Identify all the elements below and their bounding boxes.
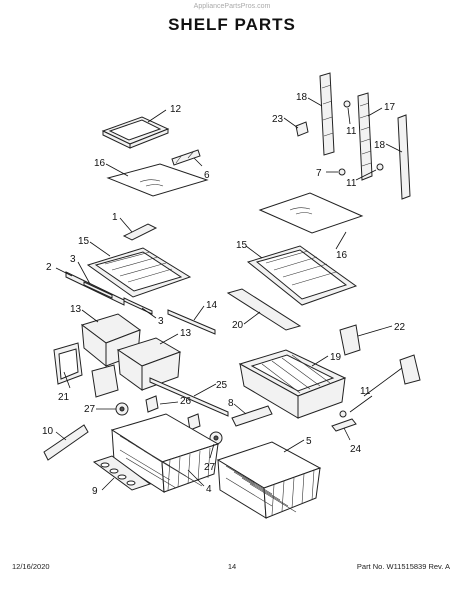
callout-16-right: 16 [336,250,348,261]
callout-5: 5 [306,436,312,447]
callout-3-upper: 3 [70,254,76,265]
callout-15-left: 15 [78,236,90,247]
callout-14: 14 [206,300,218,311]
part-15-shelf-frame-right [246,245,358,306]
part-26-clip-right [187,413,201,431]
callout-11-lower: 11 [360,386,371,397]
part-11-screw-upper [343,100,351,108]
callout-27-left: 27 [84,404,96,415]
callout-21: 21 [58,392,70,403]
part-12-shelf-tray [101,116,170,149]
part-25-bar [149,377,229,417]
callout-2: 2 [46,262,52,273]
part-26-clip-left [145,395,159,413]
callout-3-lower: 3 [158,316,164,327]
part-11-screw-middle [376,163,384,171]
part-9-basket-divider [92,455,152,491]
part-19-meat-drawer [238,349,347,419]
leader-lines [55,97,403,491]
callout-11-upper: 11 [346,126,357,137]
callout-7: 7 [316,168,322,179]
part-3-rail-lower [123,297,153,315]
callout-23: 23 [272,114,284,125]
callout-6: 6 [204,170,210,181]
footer-part-number: Part No. W11515839 Rev. A [356,562,450,571]
page-title: SHELF PARTS [168,15,296,34]
footer-date: 12/16/2020 [12,562,50,571]
callout-16-left: 16 [94,158,106,169]
part-23-bracket-clip [295,121,309,137]
part-21-drawer-handle-lower [91,364,119,398]
part-8-rail-bracket [231,405,273,427]
callout-10: 10 [42,426,54,437]
footer-page-number: 14 [227,562,237,571]
callout-27-right: 27 [204,462,216,473]
part-7-screw [338,168,346,176]
part-5-freezer-basket-right [216,441,322,519]
watermark: AppliancePartsPros.com [193,3,271,10]
callout-13-right: 13 [180,328,192,339]
part-22-bracket-lower [399,354,421,385]
part-18-vertical-rail-right [397,114,411,200]
part-20-rail [226,288,302,331]
callout-8: 8 [228,398,234,409]
callout-18-right: 18 [374,140,386,151]
part-16-glass-shelf-left [106,163,209,197]
part-3-rail-upper [83,281,113,299]
callout-4: 4 [206,484,212,495]
part-6-shelf-bracket [171,149,201,166]
part-17-shelf-ladder [357,92,373,181]
part-18-vertical-rail-left [319,72,335,156]
part-15-shelf-frame-left [86,247,192,298]
callout-9: 9 [92,486,98,497]
part-16-glass-shelf-right [258,192,364,234]
callout-24: 24 [350,444,362,455]
callout-22: 22 [394,322,406,333]
callout-19: 19 [330,352,342,363]
part-21-drawer-handle-upper [53,342,83,385]
callout-13-left: 13 [70,304,82,315]
callout-12: 12 [170,104,182,115]
callout-11-middle: 11 [346,178,357,189]
callout-18-left: 18 [296,92,308,103]
part-4-freezer-basket-left [110,413,220,493]
part-27-roller-left [115,402,129,416]
part-11-screw-lower [339,410,347,418]
part-10-rail-bracket [43,424,89,461]
callout-17: 17 [384,102,396,113]
part-22-bracket [339,324,361,356]
callout-25: 25 [216,380,228,391]
callout-26: 26 [180,396,192,407]
callout-20: 20 [232,320,244,331]
part-1-shelf-rail [122,223,158,241]
part-14-rod [167,309,216,335]
callout-15-right: 15 [236,240,248,251]
part-24-clip [331,418,357,432]
callout-1: 1 [112,212,118,223]
